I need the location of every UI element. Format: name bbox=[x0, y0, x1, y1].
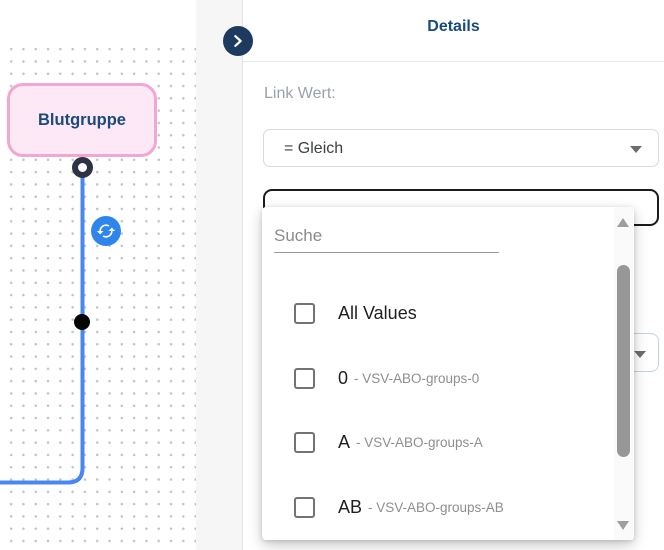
edge-action-button[interactable] bbox=[91, 216, 121, 246]
checkbox[interactable] bbox=[294, 431, 315, 453]
option-label: A bbox=[338, 431, 351, 452]
scroll-down-icon[interactable] bbox=[617, 521, 629, 530]
option-0[interactable]: 0 - VSV-ABO-groups-0 bbox=[262, 354, 610, 402]
panel-title: Details bbox=[427, 18, 480, 35]
header-divider bbox=[243, 61, 664, 62]
option-suffix: - VSV-ABO-groups-A bbox=[356, 434, 483, 450]
node-label: Blutgruppe bbox=[38, 110, 126, 129]
panel-collapse-button[interactable] bbox=[223, 26, 253, 56]
scrollbar[interactable] bbox=[614, 207, 633, 540]
checkbox[interactable] bbox=[294, 367, 315, 389]
chevron-down-icon bbox=[630, 146, 642, 153]
option-label: 0 bbox=[338, 367, 349, 388]
multiselect-dropdown-panel: All Values 0 - VSV-ABO-groups-0 A - VSV-… bbox=[262, 207, 634, 540]
scrollbar-thumb[interactable] bbox=[617, 265, 630, 457]
chevron-right-icon bbox=[231, 34, 245, 48]
node-blutgruppe[interactable]: Blutgruppe bbox=[7, 83, 157, 157]
option-all-values[interactable]: All Values bbox=[262, 289, 610, 337]
option-a[interactable]: A - VSV-ABO-groups-A bbox=[262, 418, 610, 466]
operator-select[interactable]: = Gleich bbox=[263, 129, 659, 167]
edge-connector-line[interactable] bbox=[0, 0, 196, 550]
flow-canvas[interactable]: Blutgruppe bbox=[0, 0, 242, 550]
option-ab[interactable]: AB - VSV-ABO-groups-AB bbox=[262, 483, 610, 531]
checkbox[interactable] bbox=[294, 496, 315, 518]
operator-select-value: = Gleich bbox=[284, 140, 344, 157]
sync-icon bbox=[96, 221, 116, 241]
search-input[interactable] bbox=[274, 219, 499, 253]
scroll-up-icon[interactable] bbox=[617, 218, 629, 227]
checkbox[interactable] bbox=[294, 302, 315, 324]
option-label: All Values bbox=[338, 302, 417, 323]
node-output-port[interactable] bbox=[72, 157, 93, 178]
edge-waypoint-handle[interactable] bbox=[74, 314, 90, 330]
chevron-down-icon bbox=[634, 351, 646, 358]
link-wert-label: Link Wert: bbox=[264, 85, 336, 102]
option-suffix: - VSV-ABO-groups-0 bbox=[354, 370, 480, 386]
option-suffix: - VSV-ABO-groups-AB bbox=[368, 499, 504, 515]
details-panel: Details Link Wert: = Gleich All Values 0… bbox=[242, 0, 664, 550]
option-label: AB bbox=[338, 496, 363, 517]
